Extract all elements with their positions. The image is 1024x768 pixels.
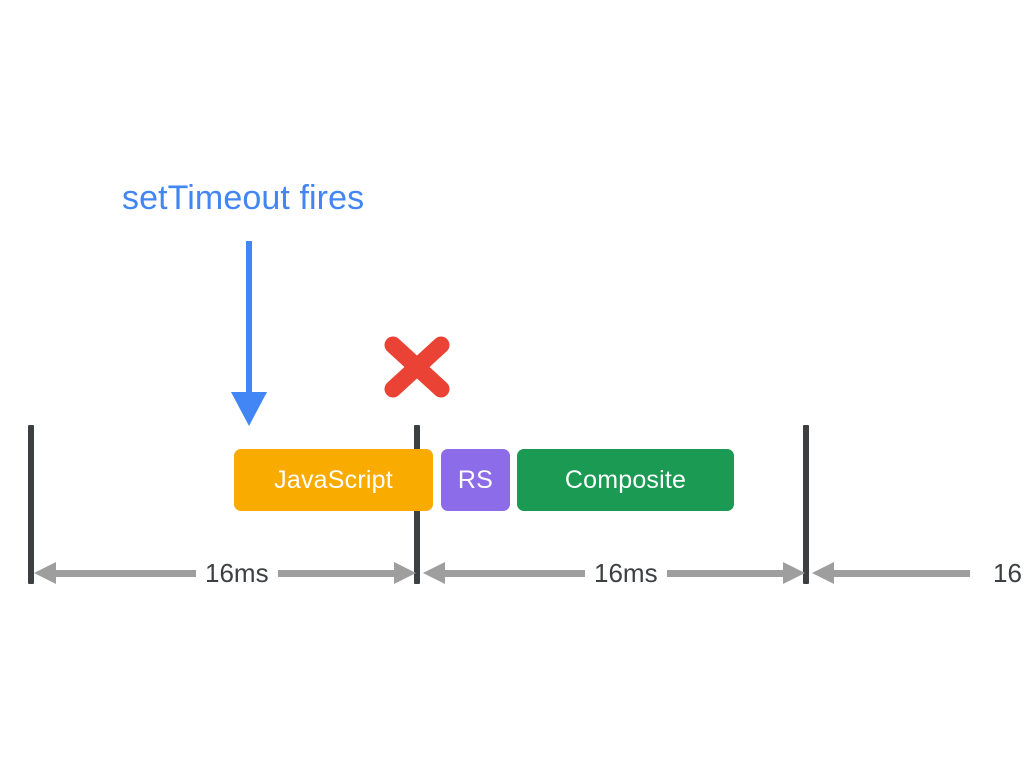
frame-tick-1 [28, 425, 34, 584]
duration-arrow-group [34, 562, 970, 584]
duration-label-1: 16ms [196, 556, 278, 590]
duration-label-3: 16 [984, 556, 1024, 590]
task-bar-rs[interactable]: RS [441, 449, 510, 511]
settimeout-callout-arrow [231, 241, 267, 426]
task-bar-composite[interactable]: Composite [517, 449, 734, 511]
missed-frame-x-icon [384, 336, 450, 398]
settimeout-callout-label: setTimeout fires [122, 179, 365, 217]
task-bar-javascript[interactable]: JavaScript [234, 449, 433, 511]
duration-label-2: 16ms [585, 556, 667, 590]
frame-tick-3 [803, 425, 809, 584]
duration-arrow-3 [812, 562, 970, 584]
